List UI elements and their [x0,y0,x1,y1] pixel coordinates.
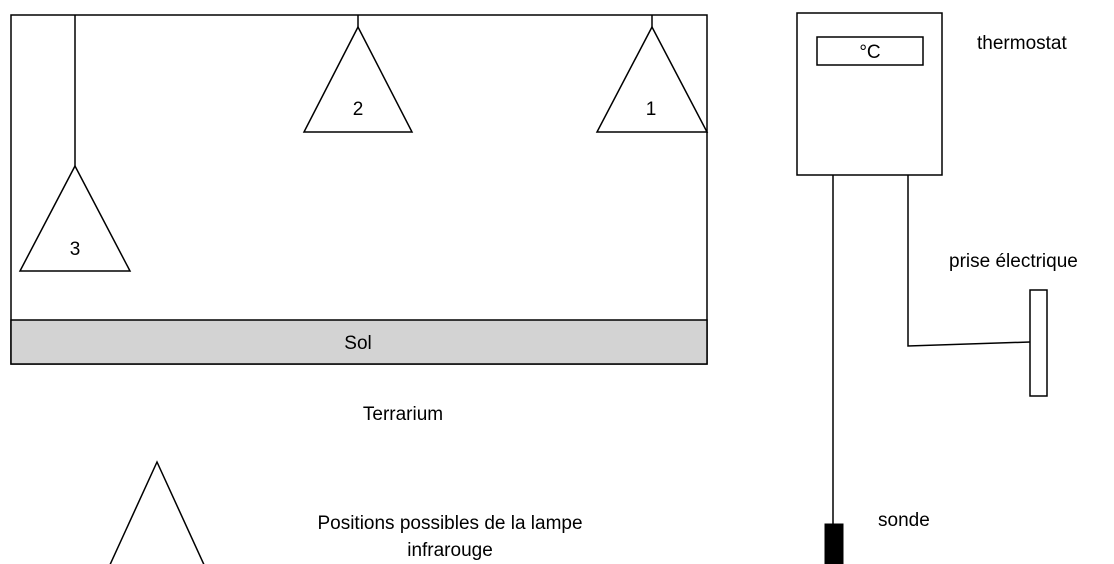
lamp-1: 1 [595,15,709,133]
soil-band [10,319,708,365]
lamp-1-number: 1 [646,99,657,120]
thermostat: °C [796,12,943,176]
lamp-2: 2 [302,15,414,133]
legend-line-2: infrarouge [407,540,493,561]
electrical-outlet [1029,289,1048,397]
soil-label: Sol [344,333,371,354]
lamp-3-number: 3 [70,239,81,260]
lamp-1-shade [595,25,709,133]
lamp-3: 3 [18,15,132,272]
probe-label: sonde [878,510,930,531]
outlet-label: prise électrique [949,251,1078,272]
power-cable [907,175,1031,347]
thermostat-label: thermostat [977,33,1067,54]
thermostat-display-unit: °C [859,42,880,63]
lamp-2-number: 2 [353,99,364,120]
probe-sensor [824,523,844,564]
thermostat-display [816,36,924,66]
lamp-3-shade [18,164,132,272]
legend-lamp-symbol [109,460,205,564]
terrarium-caption: Terrarium [363,404,443,425]
lamp-2-shade [302,25,414,133]
legend-line-1: Positions possibles de la lampe [317,513,582,534]
